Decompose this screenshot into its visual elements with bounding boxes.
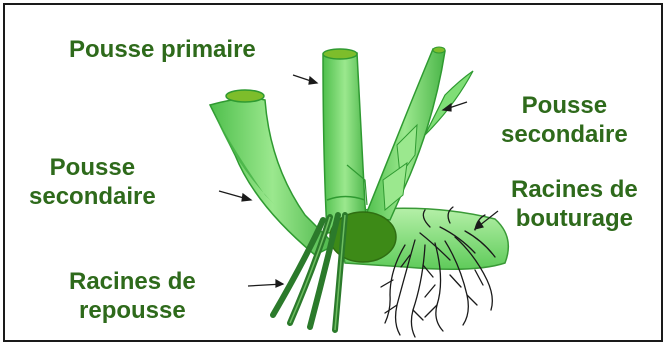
secondary-shoot-right [365, 49, 445, 220]
label-regrowth-roots: Racines de repousse [69, 267, 196, 325]
label-cutting-roots: Racines de bouturage [511, 175, 638, 233]
label-primary-shoot: Pousse primaire [69, 35, 256, 64]
label-secondary-shoot-right: Pousse secondaire [501, 91, 628, 149]
secondary-shoot-left-top [226, 90, 264, 102]
secondary-shoot-right-top [433, 47, 445, 53]
label-secondary-shoot-left: Pousse secondaire [29, 153, 156, 211]
diagram-frame: Pousse primaire Pousse secondaire Pousse… [3, 3, 663, 342]
primary-shoot [323, 53, 367, 233]
primary-shoot-top [323, 49, 357, 59]
